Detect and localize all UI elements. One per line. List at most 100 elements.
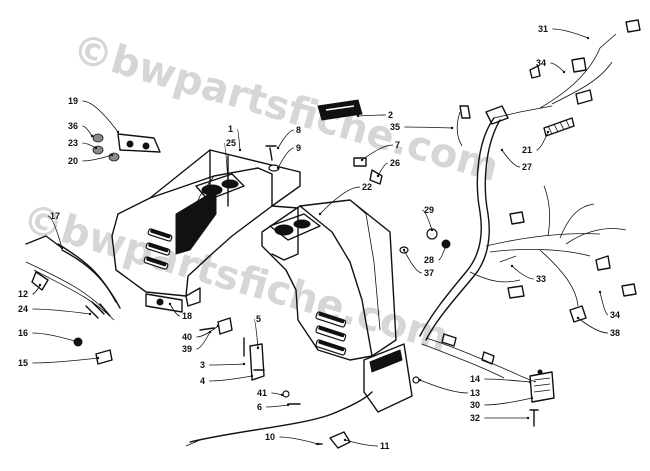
- callout-27: 27: [522, 162, 532, 172]
- callout-24: 24: [18, 304, 28, 314]
- callout-33: 33: [536, 274, 546, 284]
- callout-35: 35: [390, 122, 400, 132]
- callout-6: 6: [257, 402, 262, 412]
- leader-line-21: [536, 131, 549, 151]
- leader-line-27: [501, 149, 521, 168]
- leader-end-9: [276, 166, 280, 170]
- leader-end-26: [376, 174, 380, 178]
- leader-end-21: [546, 130, 550, 134]
- leader-end-34: [562, 70, 566, 74]
- leader-end-34: [598, 290, 602, 294]
- leader-end-35: [450, 126, 454, 130]
- callout-32: 32: [470, 413, 480, 423]
- callout-1: 1: [228, 124, 233, 134]
- leader-line-11: [344, 439, 379, 447]
- leader-end-15: [96, 356, 100, 360]
- throttle-cable-drawing: [25, 235, 121, 365]
- leader-line-36: [82, 125, 93, 137]
- leader-end-41: [280, 393, 284, 397]
- leader-line-34: [550, 62, 565, 73]
- leader-end-38: [576, 316, 580, 320]
- leader-end-1: [238, 148, 242, 152]
- leader-line-24: [32, 308, 91, 315]
- leader-end-36: [90, 134, 94, 138]
- lower-cable-end: [185, 439, 201, 447]
- callout-40: 40: [182, 332, 192, 342]
- leader-end-6: [286, 403, 290, 407]
- leader-end-23: [94, 146, 98, 150]
- fasteners-drawing: [199, 145, 451, 449]
- leader-line-20: [82, 154, 113, 162]
- callout-7: 7: [395, 140, 400, 150]
- leader-line-15: [32, 357, 99, 364]
- leader-line-23: [82, 142, 97, 149]
- leader-end-10: [316, 442, 320, 446]
- leader-line-37: [403, 249, 423, 274]
- callout-9: 9: [296, 143, 301, 153]
- callout-29: 29: [424, 205, 434, 215]
- leader-line-14: [484, 378, 531, 383]
- leader-line-18: [169, 303, 181, 317]
- callout-34: 34: [610, 310, 620, 320]
- leader-end-16: [76, 340, 80, 344]
- callout-36: 36: [68, 121, 78, 131]
- leader-line-9: [277, 147, 295, 169]
- callout-41: 41: [257, 388, 267, 398]
- leader-end-20: [110, 153, 114, 157]
- leader-line-30: [484, 397, 533, 406]
- callout-19: 19: [68, 96, 78, 106]
- callout-14: 14: [470, 374, 480, 384]
- leader-end-29: [430, 228, 434, 232]
- callout-31: 31: [538, 24, 548, 34]
- leader-end-22: [318, 212, 322, 216]
- leader-end-3: [242, 362, 246, 366]
- leader-line-33: [511, 265, 535, 280]
- callout-18: 18: [182, 311, 192, 321]
- leader-end-13: [418, 378, 422, 382]
- wiring-harness-drawing: [412, 19, 641, 427]
- leader-line-39: [196, 331, 211, 350]
- leader-end-32: [526, 416, 530, 420]
- leader-line-4: [209, 375, 253, 382]
- leader-line-40: [196, 325, 219, 338]
- leader-end-12: [38, 283, 42, 287]
- leader-end-4: [250, 374, 254, 378]
- watermark-text: ©bwpartsfiche.com: [17, 195, 454, 361]
- leader-line-41: [271, 392, 283, 396]
- leader-end-2: [356, 114, 360, 118]
- leader-line-7: [361, 144, 394, 161]
- switch-housing-drawing: [92, 133, 161, 162]
- leader-end-5: [256, 346, 260, 350]
- callout-11: 11: [380, 441, 390, 451]
- leader-end-40: [216, 324, 220, 328]
- callout-37: 37: [424, 268, 434, 278]
- leader-end-14: [528, 380, 532, 384]
- watermark-text: ©bwpartsfiche.com: [67, 25, 504, 191]
- leader-end-27: [500, 148, 504, 152]
- leader-end-30: [530, 396, 534, 400]
- leader-end-19: [116, 130, 120, 134]
- callout-15: 15: [18, 358, 28, 368]
- callout-25: 25: [226, 138, 236, 148]
- leader-line-12: [32, 284, 41, 295]
- leader-line-13: [419, 379, 469, 394]
- callout-26: 26: [390, 158, 400, 168]
- leader-end-18: [168, 302, 172, 306]
- leader-line-3: [209, 363, 245, 366]
- callout-3: 3: [200, 360, 205, 370]
- callout-13: 13: [470, 388, 480, 398]
- leader-line-16: [32, 332, 79, 343]
- leader-end-37: [402, 248, 406, 252]
- lower-cable-drawing: [189, 391, 373, 443]
- callout-38: 38: [610, 328, 620, 338]
- leader-end-24: [88, 312, 92, 316]
- callout-30: 30: [470, 400, 480, 410]
- callout-10: 10: [265, 432, 275, 442]
- leader-line-1: [236, 128, 241, 151]
- callout-34: 34: [536, 58, 546, 68]
- leader-line-34: [599, 291, 609, 316]
- console-hood-drawing: [111, 149, 413, 413]
- leader-end-25: [226, 180, 230, 184]
